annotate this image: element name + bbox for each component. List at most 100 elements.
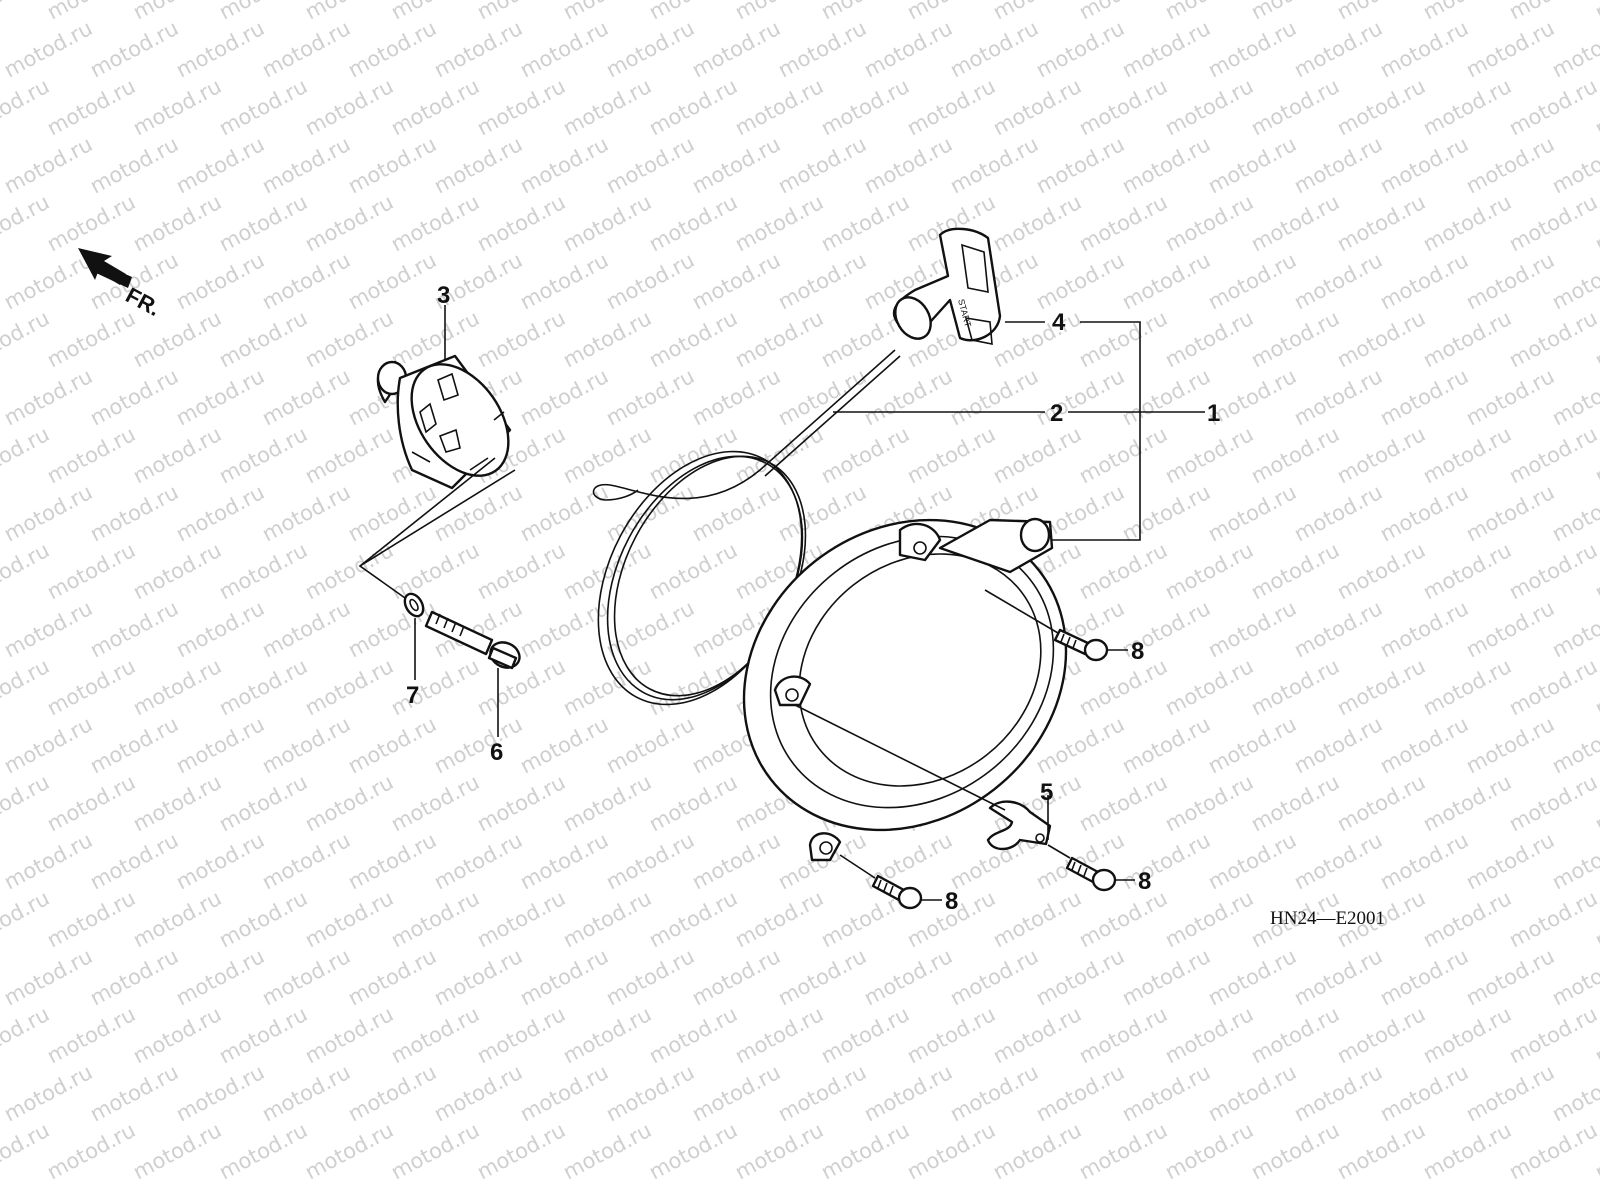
rope-guide-part-5 [986, 800, 1052, 851]
watermark-text: motod.ru [559, 422, 655, 488]
watermark-text: motod.ru [1247, 1118, 1343, 1184]
watermark-text: motod.ru [817, 1002, 913, 1068]
watermark-text: motod.ru [1161, 190, 1257, 256]
watermark-text: motod.ru [1376, 944, 1472, 1010]
watermark-text: motod.ru [1548, 16, 1600, 82]
watermark-text: motod.ru [129, 422, 225, 488]
watermark-text: motod.ru [1290, 364, 1386, 430]
watermark-text: motod.ru [86, 712, 182, 778]
watermark-text: motod.ru [1376, 596, 1472, 662]
watermark-text: motod.ru [172, 248, 268, 314]
watermark-text: motod.ru [1419, 190, 1515, 256]
watermark-text: motod.ru [1333, 422, 1429, 488]
watermark-text: motod.ru [1118, 16, 1214, 82]
watermark-text: motod.ru [688, 828, 784, 894]
watermark-text: motod.ru [301, 190, 397, 256]
watermark-text: motod.ru [1247, 0, 1343, 24]
watermark-text: motod.ru [1161, 1118, 1257, 1184]
watermark-text: motod.ru [903, 74, 999, 140]
watermark-text: motod.ru [1462, 596, 1558, 662]
watermark-text: motod.ru [1161, 1002, 1257, 1068]
bolt-part-8c [871, 874, 923, 910]
watermark-text: motod.ru [559, 74, 655, 140]
watermark-text: motod.ru [559, 190, 655, 256]
watermark-text: motod.ru [172, 596, 268, 662]
callout-8-right: 8 [1138, 868, 1151, 895]
watermark-text: motod.ru [1419, 422, 1515, 488]
watermark-text: motod.ru [387, 190, 483, 256]
watermark-text: motod.ru [387, 654, 483, 720]
watermark-text: motod.ru [0, 422, 53, 488]
watermark-text: motod.ru [1075, 74, 1171, 140]
watermark-text: motod.ru [688, 480, 784, 546]
watermark-text: motod.ru [1032, 132, 1128, 198]
assembly-line-guide-bolt-b [1047, 844, 1071, 859]
watermark-text: motod.ru [559, 1118, 655, 1184]
watermark-text: motod.ru [774, 248, 870, 314]
watermark-text: motod.ru [215, 422, 311, 488]
watermark-text: motod.ru [344, 1060, 440, 1126]
watermark-text: motod.ru [946, 944, 1042, 1010]
watermark-text: motod.ru [301, 1002, 397, 1068]
watermark-text: motod.ru [215, 0, 311, 24]
watermark-text: motod.ru [1075, 770, 1171, 836]
watermark-text: motod.ru [387, 1118, 483, 1184]
recoil-starter-case-part-1 [742, 517, 1068, 862]
watermark-text: motod.ru [989, 422, 1085, 488]
watermark-text: motod.ru [645, 654, 741, 720]
flange-bolt-part-6 [424, 610, 521, 670]
watermark-text: motod.ru [473, 1118, 569, 1184]
watermark-text: motod.ru [774, 944, 870, 1010]
watermark-text: motod.ru [559, 538, 655, 604]
watermark-text: motod.ru [645, 770, 741, 836]
watermark-text: motod.ru [43, 770, 139, 836]
watermark-text: motod.ru [645, 190, 741, 256]
watermark-text: motod.ru [172, 16, 268, 82]
watermark-text: motod.ru [1376, 480, 1472, 546]
watermark-text: motod.ru [430, 828, 526, 894]
watermark-text: motod.ru [0, 364, 96, 430]
watermark-text: motod.ru [1075, 886, 1171, 952]
watermark-text: motod.ru [1548, 132, 1600, 198]
watermark-text: motod.ru [1333, 306, 1429, 372]
watermark-text: motod.ru [473, 654, 569, 720]
watermark-text: motod.ru [1548, 364, 1600, 430]
watermark-text: motod.ru [1548, 828, 1600, 894]
watermark-text: motod.ru [0, 16, 96, 82]
watermark-text: motod.ru [1548, 596, 1600, 662]
watermark-text: motod.ru [1505, 1002, 1600, 1068]
watermark-text: motod.ru [688, 1060, 784, 1126]
watermark-text: motod.ru [1118, 712, 1214, 778]
watermark-text: motod.ru [1161, 306, 1257, 372]
watermark-text: motod.ru [1290, 248, 1386, 314]
watermark-text: motod.ru [1419, 0, 1515, 24]
watermark-text: motod.ru [344, 16, 440, 82]
watermark-text: motod.ru [903, 1002, 999, 1068]
callout-1: 1 [1207, 400, 1220, 427]
watermark-text: motod.ru [86, 480, 182, 546]
watermark-text: motod.ru [301, 0, 397, 24]
watermark-text: motod.ru [172, 480, 268, 546]
callout-labels: 1 2 3 4 5 6 7 8 8 8 [406, 282, 1220, 915]
watermark-text: motod.ru [301, 1118, 397, 1184]
watermark-text: motod.ru [1161, 0, 1257, 24]
watermark-text: motod.ru [1032, 1060, 1128, 1126]
watermark-text: motod.ru [129, 886, 225, 952]
watermark-text: motod.ru [731, 886, 827, 952]
callout-7: 7 [406, 682, 419, 709]
watermark-text: motod.ru [1505, 1118, 1600, 1184]
watermark-text: motod.ru [1032, 248, 1128, 314]
watermark-text: motod.ru [1591, 0, 1600, 24]
callout-8-upper: 8 [1131, 638, 1144, 665]
watermark-text: motod.ru [129, 538, 225, 604]
watermark-text: motod.ru [1075, 306, 1171, 372]
watermark-text: motod.ru [559, 0, 655, 24]
assembly-line-case-guide [794, 704, 1006, 811]
watermark-text: motod.ru [172, 364, 268, 430]
watermark-text: motod.ru [129, 1118, 225, 1184]
watermark-text: motod.ru [731, 306, 827, 372]
starter-handle-part-4: START [892, 227, 1002, 345]
watermark-text: motod.ru [0, 1002, 53, 1068]
watermark-text: motod.ru [0, 190, 53, 256]
watermark-text: motod.ru [860, 132, 956, 198]
